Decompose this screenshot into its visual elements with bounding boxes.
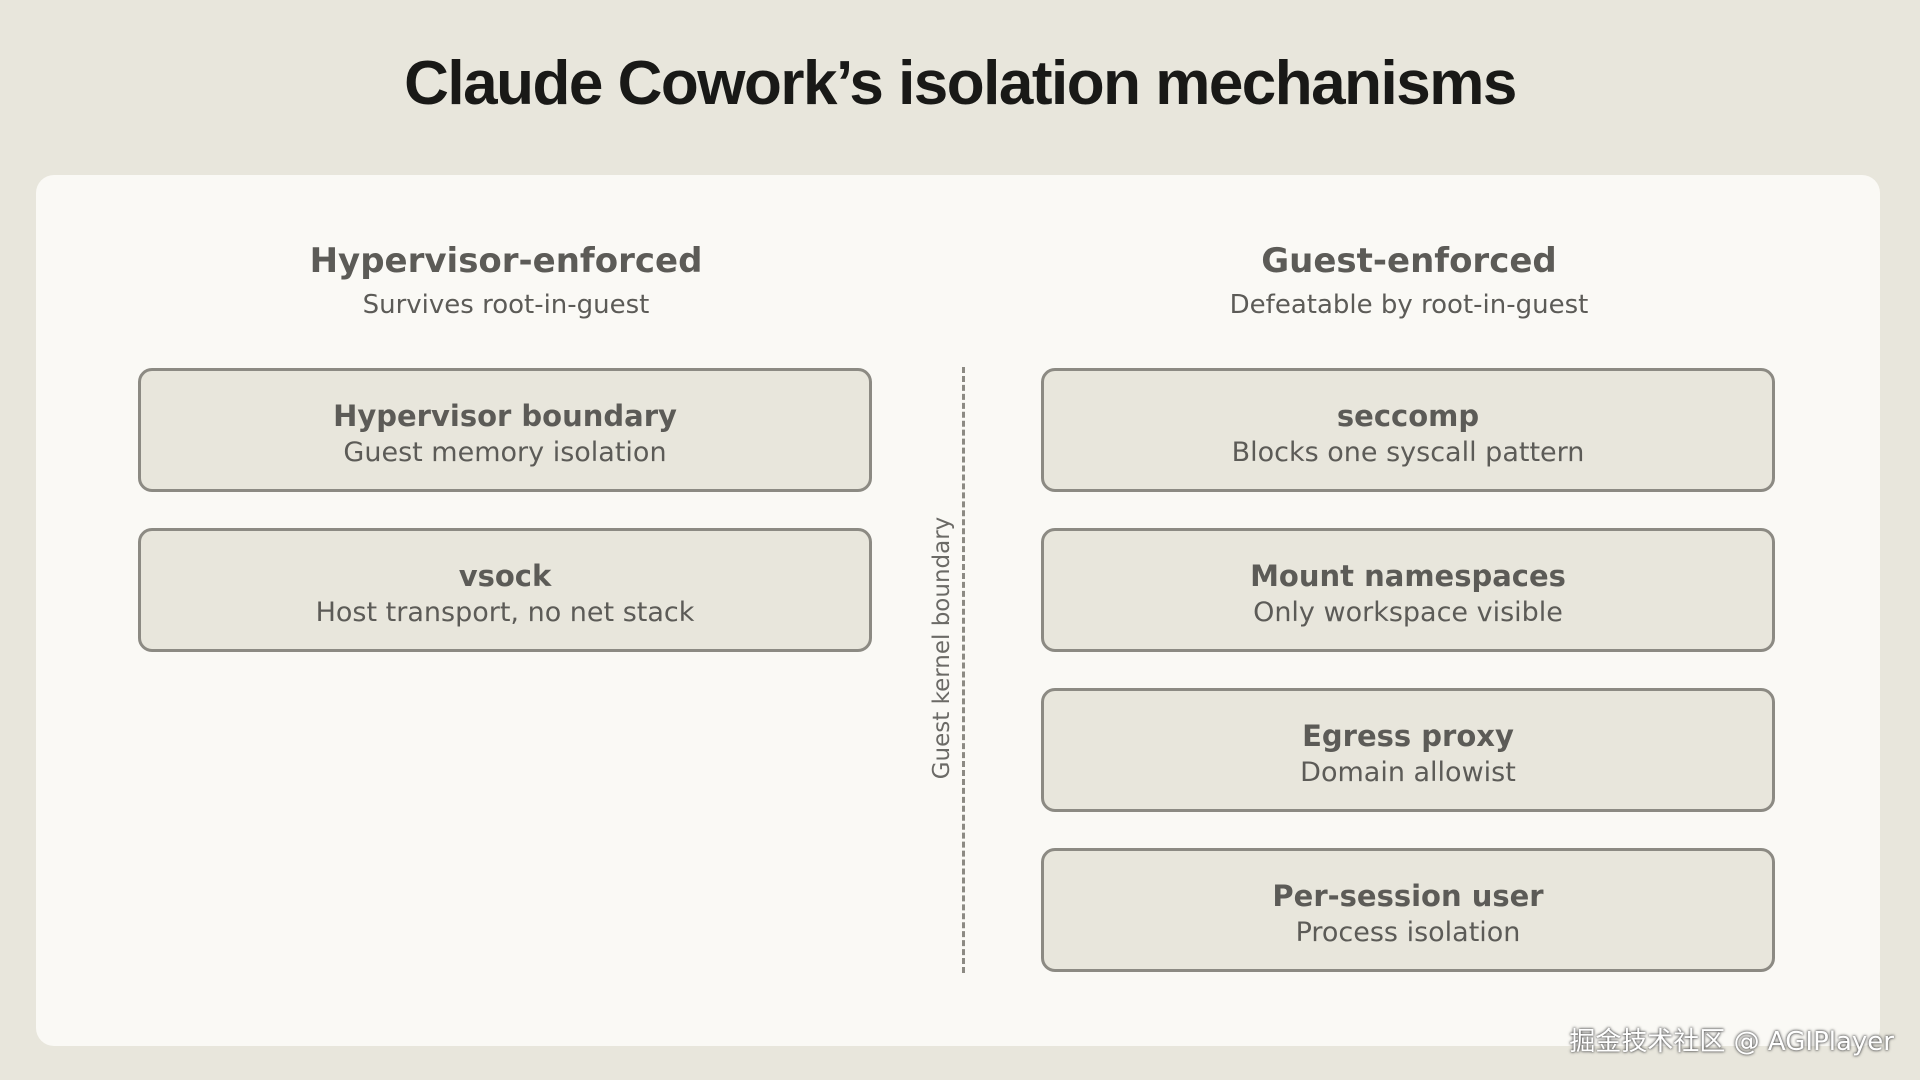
box-title: Per-session user xyxy=(1272,879,1544,913)
box-title: Hypervisor boundary xyxy=(333,399,677,433)
mechanism-box-hypervisor-boundary: Hypervisor boundary Guest memory isolati… xyxy=(138,368,872,492)
page-title: Claude Cowork’s isolation mechanisms xyxy=(404,49,1517,118)
box-subtitle: Process isolation xyxy=(1295,917,1521,948)
mechanism-box-per-session-user: Per-session user Process isolation xyxy=(1041,848,1775,972)
box-title: vsock xyxy=(458,559,552,593)
box-subtitle: Guest memory isolation xyxy=(343,437,667,468)
left-column-subtitle: Survives root-in-guest xyxy=(362,290,650,320)
watermark: 掘金技术社区 @ AGIPlayer xyxy=(1569,1027,1894,1057)
left-column-header: Hypervisor-enforced Survives root-in-gue… xyxy=(136,239,876,325)
right-column-subtitle: Defeatable by root-in-guest xyxy=(1229,290,1589,320)
box-subtitle: Domain allowist xyxy=(1300,757,1516,788)
right-column-header: Guest-enforced Defeatable by root-in-gue… xyxy=(1039,239,1779,325)
mechanism-box-seccomp: seccomp Blocks one syscall pattern xyxy=(1041,368,1775,492)
kernel-boundary-divider xyxy=(962,367,965,973)
mechanism-box-vsock: vsock Host transport, no net stack xyxy=(138,528,872,652)
right-column-title: Guest-enforced xyxy=(1261,241,1557,281)
box-title: Egress proxy xyxy=(1302,719,1514,753)
mechanism-box-mount-namespaces: Mount namespaces Only workspace visible xyxy=(1041,528,1775,652)
mechanism-box-egress-proxy: Egress proxy Domain allowist xyxy=(1041,688,1775,812)
box-subtitle: Blocks one syscall pattern xyxy=(1231,437,1585,468)
left-column-title: Hypervisor-enforced xyxy=(309,241,703,281)
box-subtitle: Host transport, no net stack xyxy=(315,597,695,628)
kernel-boundary-label: Guest kernel boundary xyxy=(929,516,955,780)
box-title: Mount namespaces xyxy=(1250,559,1566,593)
box-title: seccomp xyxy=(1336,399,1480,433)
box-subtitle: Only workspace visible xyxy=(1253,597,1563,628)
